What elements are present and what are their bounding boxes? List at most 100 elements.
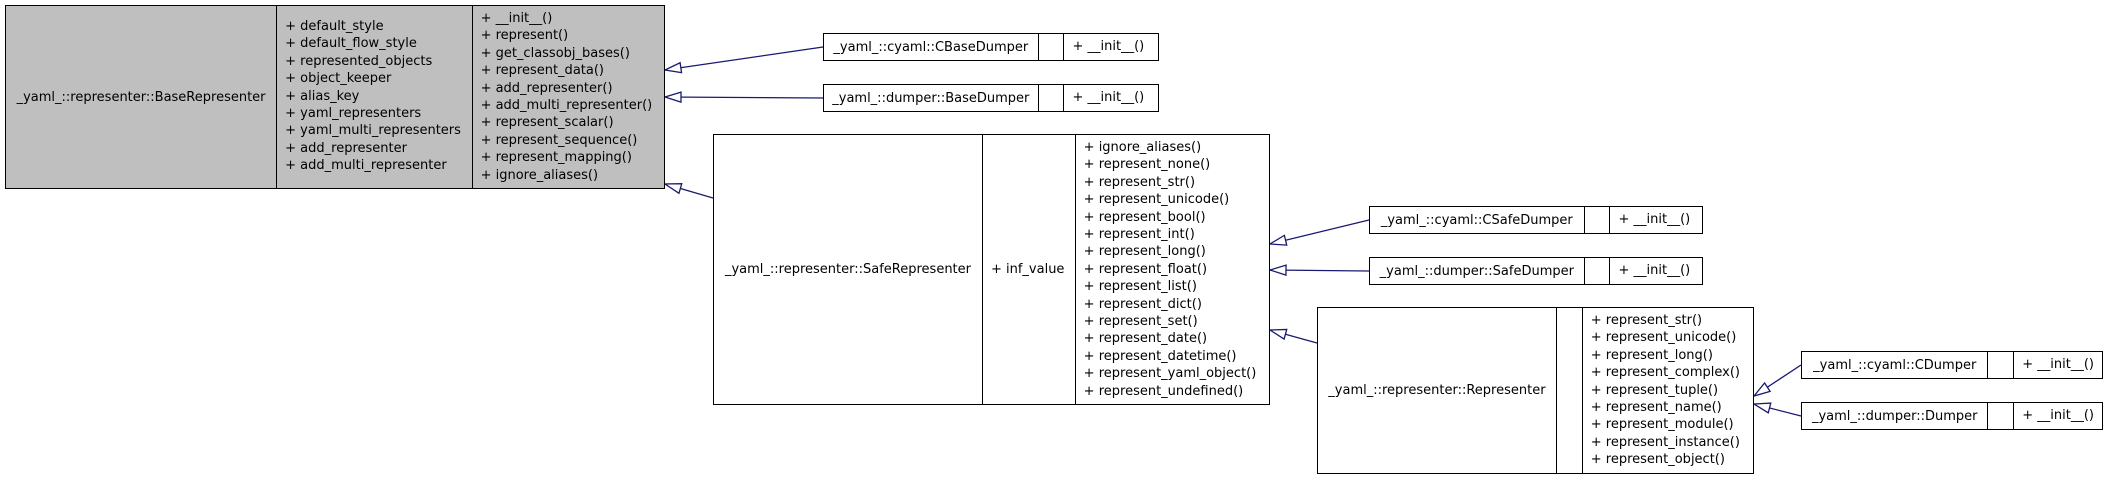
methods-compartment: + __init__() + represent() + get_classob…: [473, 6, 664, 188]
attributes-compartment: [1039, 85, 1065, 111]
method-item: + represent_long(): [1083, 244, 1206, 260]
class-name: _yaml_::cyaml::CBaseDumper: [833, 39, 1029, 55]
method-item: + __init__(): [2022, 357, 2094, 373]
method-item: + __init__(): [1618, 263, 1691, 279]
inheritance-edge-cyaml-csafedumper: [1270, 219, 1370, 244]
class-name: _yaml_::dumper::Dumper: [1811, 408, 1978, 424]
class-cyaml-cdumper: _yaml_::cyaml::CDumper + __init__(): [1801, 351, 2103, 379]
class-name: _yaml_::cyaml::CSafeDumper: [1380, 212, 1573, 228]
method-item: + represent_str(): [1083, 174, 1196, 190]
method-item: + __init__(): [2022, 408, 2094, 424]
attribute-item: + yaml_representers: [285, 106, 422, 122]
method-item: + get_classobj_bases(): [480, 45, 630, 61]
attributes-compartment: [1585, 207, 1611, 233]
method-item: + __init__(): [1072, 39, 1145, 55]
methods-compartment: + __init__(): [2014, 403, 2102, 429]
method-item: + represent_none(): [1083, 157, 1211, 173]
method-item: + represent_int(): [1083, 227, 1195, 243]
class-representer: _yaml_::representer::Representer + repre…: [1317, 307, 1754, 474]
attribute-item: + represented_objects: [285, 53, 433, 69]
methods-compartment: + __init__(): [1064, 34, 1158, 60]
inheritance-edge-cyaml-cbasedumper: [665, 46, 824, 70]
method-item: + ignore_aliases(): [1083, 140, 1202, 155]
attribute-item: + add_representer: [285, 140, 407, 156]
method-item: + represent_dict(): [1083, 296, 1202, 312]
class-dumper-safedumper: _yaml_::dumper::SafeDumper + __init__(): [1369, 257, 1703, 285]
class-name-compartment: _yaml_::dumper::SafeDumper: [1370, 258, 1585, 284]
method-item: + represent_mapping(): [480, 150, 632, 166]
method-item: + represent_name(): [1590, 400, 1722, 416]
method-item: + represent_data(): [480, 63, 604, 79]
method-item: + represent_str(): [1590, 313, 1703, 328]
method-item: + represent_yaml_object(): [1083, 366, 1257, 382]
method-item: + ignore_aliases(): [480, 167, 599, 183]
method-item: + add_multi_representer(): [480, 98, 653, 114]
attribute-item: + default_flow_style: [285, 36, 417, 52]
class-cyaml-csafedumper: _yaml_::cyaml::CSafeDumper + __init__(): [1369, 206, 1703, 234]
method-item: + represent_instance(): [1590, 434, 1740, 450]
class-name-compartment: _yaml_::representer::SafeRepresenter: [714, 135, 983, 404]
class-name: _yaml_::representer::BaseRepresenter: [16, 89, 266, 105]
class-name-compartment: _yaml_::representer::Representer: [1318, 308, 1557, 473]
method-item: + represent_unicode(): [1590, 330, 1737, 346]
class-dumper-dumper: _yaml_::dumper::Dumper + __init__(): [1801, 402, 2103, 430]
class-name-compartment: _yaml_::dumper::BaseDumper: [824, 85, 1039, 111]
method-item: + represent_object(): [1590, 452, 1725, 468]
attributes-compartment: [1988, 352, 2015, 378]
attributes-compartment: [1039, 34, 1065, 60]
attribute-item: + object_keeper: [285, 71, 392, 87]
methods-compartment: + __init__(): [1610, 207, 1702, 233]
class-name-compartment: _yaml_::representer::BaseRepresenter: [6, 6, 278, 188]
attributes-compartment: + inf_value: [983, 135, 1076, 404]
attribute-item: + alias_key: [285, 88, 360, 104]
method-item: + represent_date(): [1083, 331, 1208, 347]
class-name: _yaml_::representer::Representer: [1328, 383, 1546, 398]
inheritance-edge-safe-representer: [665, 184, 714, 199]
methods-compartment: + __init__(): [1610, 258, 1702, 284]
attributes-compartment: [1557, 308, 1583, 473]
class-dumper-basedumper: _yaml_::dumper::BaseDumper + __init__(): [823, 84, 1159, 112]
method-item: + represent_sequence(): [480, 132, 638, 148]
inheritance-edge-dumper-basedumper: [665, 97, 824, 98]
attribute-item: + default_style: [285, 19, 384, 34]
inheritance-edge-representer: [1270, 330, 1318, 344]
inheritance-edge-dumper-dumper: [1754, 404, 1802, 417]
class-name: _yaml_::cyaml::CDumper: [1813, 357, 1977, 373]
class-name-compartment: _yaml_::cyaml::CDumper: [1802, 352, 1989, 378]
method-item: + represent_tuple(): [1590, 382, 1719, 398]
inheritance-edge-cyaml-cdumper: [1754, 364, 1802, 396]
method-item: + __init__(): [480, 11, 553, 26]
method-item: + represent_undefined(): [1083, 383, 1244, 399]
methods-compartment: + __init__(): [2014, 352, 2102, 378]
class-cyaml-cbasedumper: _yaml_::cyaml::CBaseDumper + __init__(): [823, 33, 1159, 61]
method-item: + represent_float(): [1083, 261, 1208, 277]
attribute-item: + add_multi_representer: [285, 158, 447, 174]
attributes-compartment: [1585, 258, 1611, 284]
attribute-item: + yaml_multi_representers: [285, 123, 461, 139]
methods-compartment: + represent_str() + represent_unicode() …: [1583, 308, 1753, 473]
method-item: + represent_scalar(): [480, 115, 614, 131]
method-item: + represent_list(): [1083, 279, 1197, 295]
attributes-compartment: + default_style + default_flow_style + r…: [277, 6, 473, 188]
method-item: + represent(): [480, 28, 569, 44]
method-item: + represent_set(): [1083, 314, 1198, 330]
attribute-item: + inf_value: [990, 261, 1065, 277]
class-base-representer: _yaml_::representer::BaseRepresenter + d…: [5, 5, 665, 189]
method-item: + represent_datetime(): [1083, 348, 1237, 364]
class-name: _yaml_::representer::SafeRepresenter: [724, 262, 971, 277]
method-item: + __init__(): [1618, 212, 1691, 228]
method-item: + represent_module(): [1590, 417, 1734, 433]
method-item: + represent_unicode(): [1083, 192, 1230, 208]
class-name-compartment: _yaml_::dumper::Dumper: [1802, 403, 1989, 429]
class-name: _yaml_::dumper::SafeDumper: [1379, 263, 1574, 279]
class-name-compartment: _yaml_::cyaml::CBaseDumper: [824, 34, 1039, 60]
method-item: + __init__(): [1072, 90, 1145, 106]
inheritance-edge-dumper-safedumper: [1270, 270, 1370, 271]
method-item: + represent_long(): [1590, 347, 1713, 363]
method-item: + add_representer(): [480, 80, 613, 96]
class-safe-representer: _yaml_::representer::SafeRepresenter + i…: [713, 134, 1270, 405]
method-item: + represent_complex(): [1590, 365, 1740, 381]
method-item: + represent_bool(): [1083, 209, 1206, 225]
